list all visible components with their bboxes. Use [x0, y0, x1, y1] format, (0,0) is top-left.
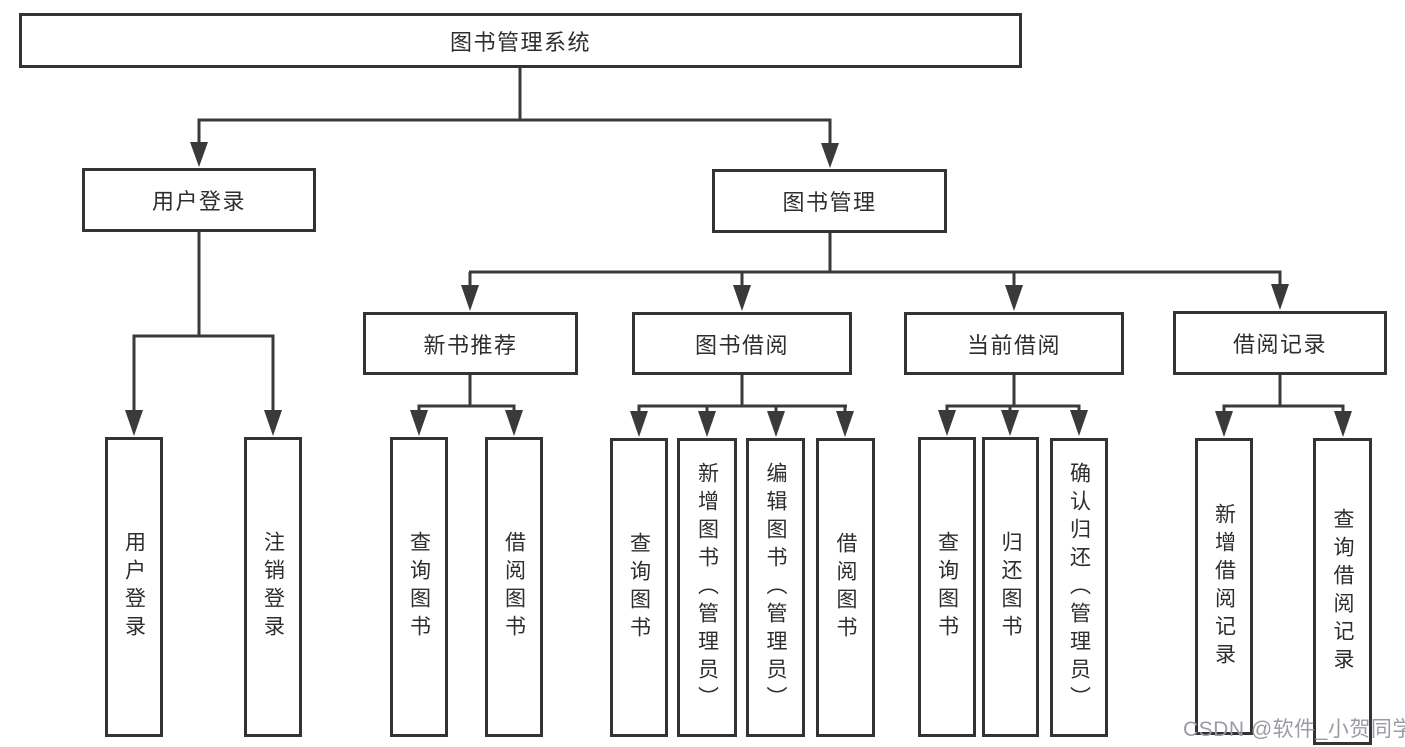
leaf-borrowing-add-books-admin-label: 新增图书（管理员）	[695, 461, 719, 714]
leaf-user-login-label: 用户登录	[122, 531, 146, 643]
leaf-recommend-borrow-books-label: 借阅图书	[502, 531, 526, 643]
leaf-logout-label: 注销登录	[261, 531, 285, 643]
node-book-borrowing: 图书借阅	[632, 312, 852, 375]
node-current-borrowing-label: 当前借阅	[966, 332, 1061, 358]
leaf-records-query-record: 查询借阅记录	[1313, 438, 1372, 745]
leaf-current-return-books-label: 归还图书	[999, 531, 1023, 643]
node-user-login: 用户登录	[82, 168, 316, 232]
leaf-borrowing-borrow-books: 借阅图书	[816, 438, 875, 737]
leaf-logout: 注销登录	[244, 437, 302, 737]
node-borrow-records-label: 借阅记录	[1232, 332, 1327, 357]
leaf-current-confirm-return-admin-label: 确认归还（管理员）	[1067, 461, 1091, 714]
leaf-borrowing-edit-books-admin: 编辑图书（管理员）	[746, 438, 805, 737]
node-new-book-recommend: 新书推荐	[363, 312, 578, 375]
csdn-watermark: CSDN @软件_小贺同学	[1183, 718, 1405, 741]
node-book-borrowing-label: 图书借阅	[694, 332, 789, 358]
leaf-recommend-query-books-label: 查询图书	[407, 531, 431, 643]
node-new-book-recommend-label: 新书推荐	[423, 332, 518, 358]
leaf-borrowing-borrow-books-label: 借阅图书	[834, 531, 858, 644]
leaf-records-add-record-label: 新增借阅记录	[1212, 502, 1236, 671]
leaf-current-query-books-label: 查询图书	[935, 531, 959, 643]
node-book-management-label: 图书管理	[782, 190, 877, 215]
leaf-current-query-books: 查询图书	[918, 437, 976, 737]
leaf-current-confirm-return-admin: 确认归还（管理员）	[1050, 438, 1108, 737]
leaf-records-query-record-label: 查询借阅记录	[1331, 507, 1355, 676]
node-root-label: 图书管理系统	[449, 29, 591, 55]
leaf-records-add-record: 新增借阅记录	[1195, 438, 1253, 735]
node-borrow-records: 借阅记录	[1173, 311, 1387, 375]
node-user-login-label: 用户登录	[151, 189, 246, 214]
arrowheads	[125, 142, 1352, 437]
node-current-borrowing: 当前借阅	[904, 312, 1124, 375]
node-book-management: 图书管理	[712, 169, 947, 233]
leaf-user-login: 用户登录	[105, 437, 163, 737]
node-root: 图书管理系统	[19, 13, 1022, 68]
leaf-recommend-borrow-books: 借阅图书	[485, 437, 543, 737]
leaf-recommend-query-books: 查询图书	[390, 437, 448, 737]
leaf-borrowing-edit-books-admin-label: 编辑图书（管理员）	[764, 461, 788, 714]
leaf-borrowing-query-books: 查询图书	[610, 438, 668, 737]
leaf-borrowing-add-books-admin: 新增图书（管理员）	[677, 438, 737, 737]
leaf-borrowing-query-books-label: 查询图书	[627, 531, 651, 644]
leaf-current-return-books: 归还图书	[982, 437, 1039, 737]
